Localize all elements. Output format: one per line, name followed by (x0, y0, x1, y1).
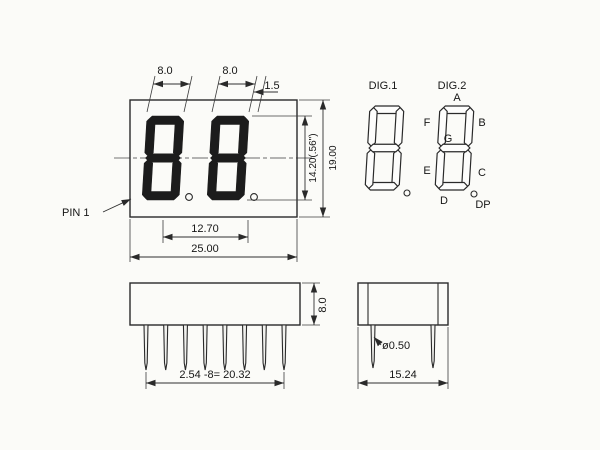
dim-body-height-label: 8.0 (317, 297, 329, 312)
seg-g (368, 143, 401, 153)
dim-offset-label: 1.5 (264, 80, 279, 92)
segment-digit-1 (364, 105, 405, 191)
seg-g (438, 143, 471, 153)
segment-dp-2 (470, 190, 478, 198)
side-pins (143, 324, 287, 371)
seg-g (210, 153, 246, 163)
dim-digit-height-label: 14.20(.56") (308, 133, 319, 182)
segment-b-label: B (478, 117, 485, 129)
seg-b (173, 116, 184, 158)
seg-b (238, 116, 249, 158)
segment-digit-2 (434, 105, 475, 191)
pin (222, 324, 228, 371)
front-dp-1 (185, 193, 193, 201)
seg-b (463, 106, 475, 148)
pin (163, 324, 169, 371)
segment-diagram: DIG.1 DIG.2 A F B G E C D DP (364, 80, 491, 211)
front-view: 8.0 8.0 1.5 14.20(.56") 19.00 12.70 25.0… (62, 65, 339, 262)
dim-digit-pitch-label: 12.70 (191, 223, 219, 235)
dim-total-height-label: 19.00 (328, 145, 339, 170)
side-view: 8.0 2.54 -8= 20.32 (129, 282, 329, 389)
seg-f (144, 116, 156, 158)
side-body-outline (129, 282, 301, 326)
segment-a-label: A (453, 92, 461, 104)
end-view: ø0.50 15.24 (357, 282, 449, 389)
pin (202, 324, 208, 371)
front-dp-2 (250, 193, 258, 201)
dim-pin-spacing-label: 2.54 -8= 20.32 (179, 369, 250, 381)
seg-e (364, 148, 376, 190)
dim-total-width-label: 25.00 (191, 243, 219, 255)
pin (143, 324, 149, 371)
seg-e (142, 158, 153, 200)
pin (182, 324, 188, 371)
seg-f (367, 106, 378, 148)
end-pins (370, 324, 436, 369)
seg-f (209, 116, 221, 158)
seg-e (207, 158, 218, 200)
segment-f-label: F (424, 117, 431, 129)
seg-b (393, 106, 405, 148)
segment-dp-1 (403, 189, 411, 197)
seg-e (434, 148, 446, 190)
pin (242, 324, 248, 371)
dim-digit2-width-label: 8.0 (222, 65, 237, 77)
package-outline (129, 99, 298, 218)
dig1-label: DIG.1 (369, 80, 398, 92)
front-digit-2 (207, 115, 249, 201)
dim-digit1-width-label: 8.0 (157, 65, 172, 77)
end-body-outline (357, 282, 449, 326)
segment-c-label: C (478, 167, 486, 179)
dim-body-depth-label: 15.24 (389, 369, 417, 381)
segment-dp-label: DP (475, 199, 490, 211)
dig2-label: DIG.2 (438, 80, 467, 92)
front-digit-1 (142, 115, 184, 201)
dim-pin-diameter-label: ø0.50 (382, 340, 410, 352)
pin (281, 324, 287, 371)
segment-e-label: E (423, 165, 430, 177)
pin (261, 324, 267, 371)
pin1-label: PIN 1 (62, 207, 90, 219)
segment-g-label: G (444, 133, 453, 145)
pin (370, 324, 376, 369)
segment-d-label: D (440, 195, 448, 207)
pin (430, 324, 436, 369)
seg-g (145, 153, 181, 163)
